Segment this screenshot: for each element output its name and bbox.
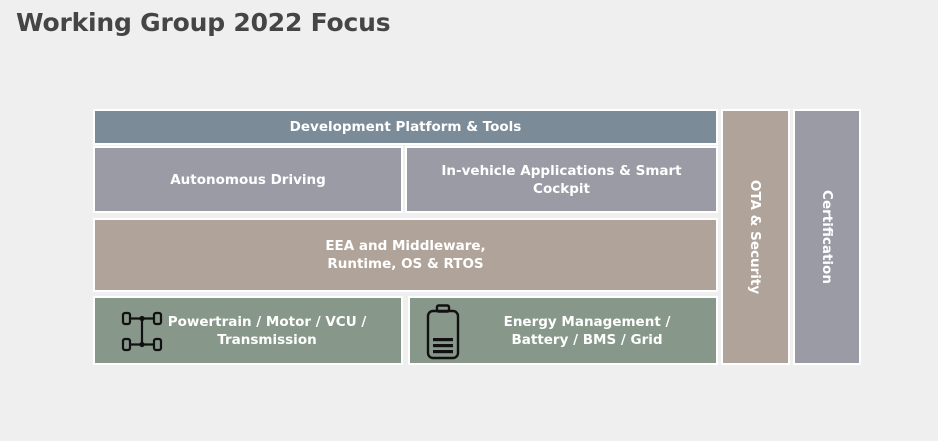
block-development-platform: Development Platform & Tools (93, 109, 718, 145)
block-eea-middleware: EEA and Middleware, Runtime, OS & RTOS (93, 218, 718, 292)
block-eea-middleware-line2: Runtime, OS & RTOS (327, 256, 484, 272)
block-powertrain-label: Powertrain / Motor / VCU / Transmission (165, 313, 369, 349)
block-in-vehicle-applications-line1: In-vehicle Applications & Smart (441, 162, 682, 179)
block-ota-security: OTA & Security (721, 109, 790, 365)
block-energy-management-line1: Energy Management / (503, 314, 671, 330)
block-in-vehicle-applications: In-vehicle Applications & Smart Cockpit (405, 146, 718, 213)
block-in-vehicle-applications-line2: Cockpit (533, 180, 590, 197)
axle-chassis-icon (121, 311, 163, 352)
battery-icon (426, 304, 460, 360)
block-energy-management-label: Energy Management / Battery / BMS / Grid (470, 313, 704, 349)
block-energy-management-line2: Battery / BMS / Grid (511, 332, 663, 348)
block-powertrain: Powertrain / Motor / VCU / Transmission (93, 296, 403, 365)
block-powertrain-line2: Transmission (217, 332, 317, 348)
block-certification: Certification (793, 109, 861, 365)
block-certification-label: Certification (819, 190, 836, 284)
block-autonomous-driving: Autonomous Driving (93, 146, 403, 213)
block-ota-security-label: OTA & Security (747, 179, 764, 295)
page-title: Working Group 2022 Focus (16, 8, 391, 37)
block-autonomous-driving-label: Autonomous Driving (170, 171, 326, 188)
block-energy-management: Energy Management / Battery / BMS / Grid (408, 296, 718, 365)
block-development-platform-label: Development Platform & Tools (289, 119, 522, 135)
block-powertrain-line1: Powertrain / Motor / VCU / (167, 314, 367, 330)
block-eea-middleware-line1: EEA and Middleware, (325, 238, 486, 254)
